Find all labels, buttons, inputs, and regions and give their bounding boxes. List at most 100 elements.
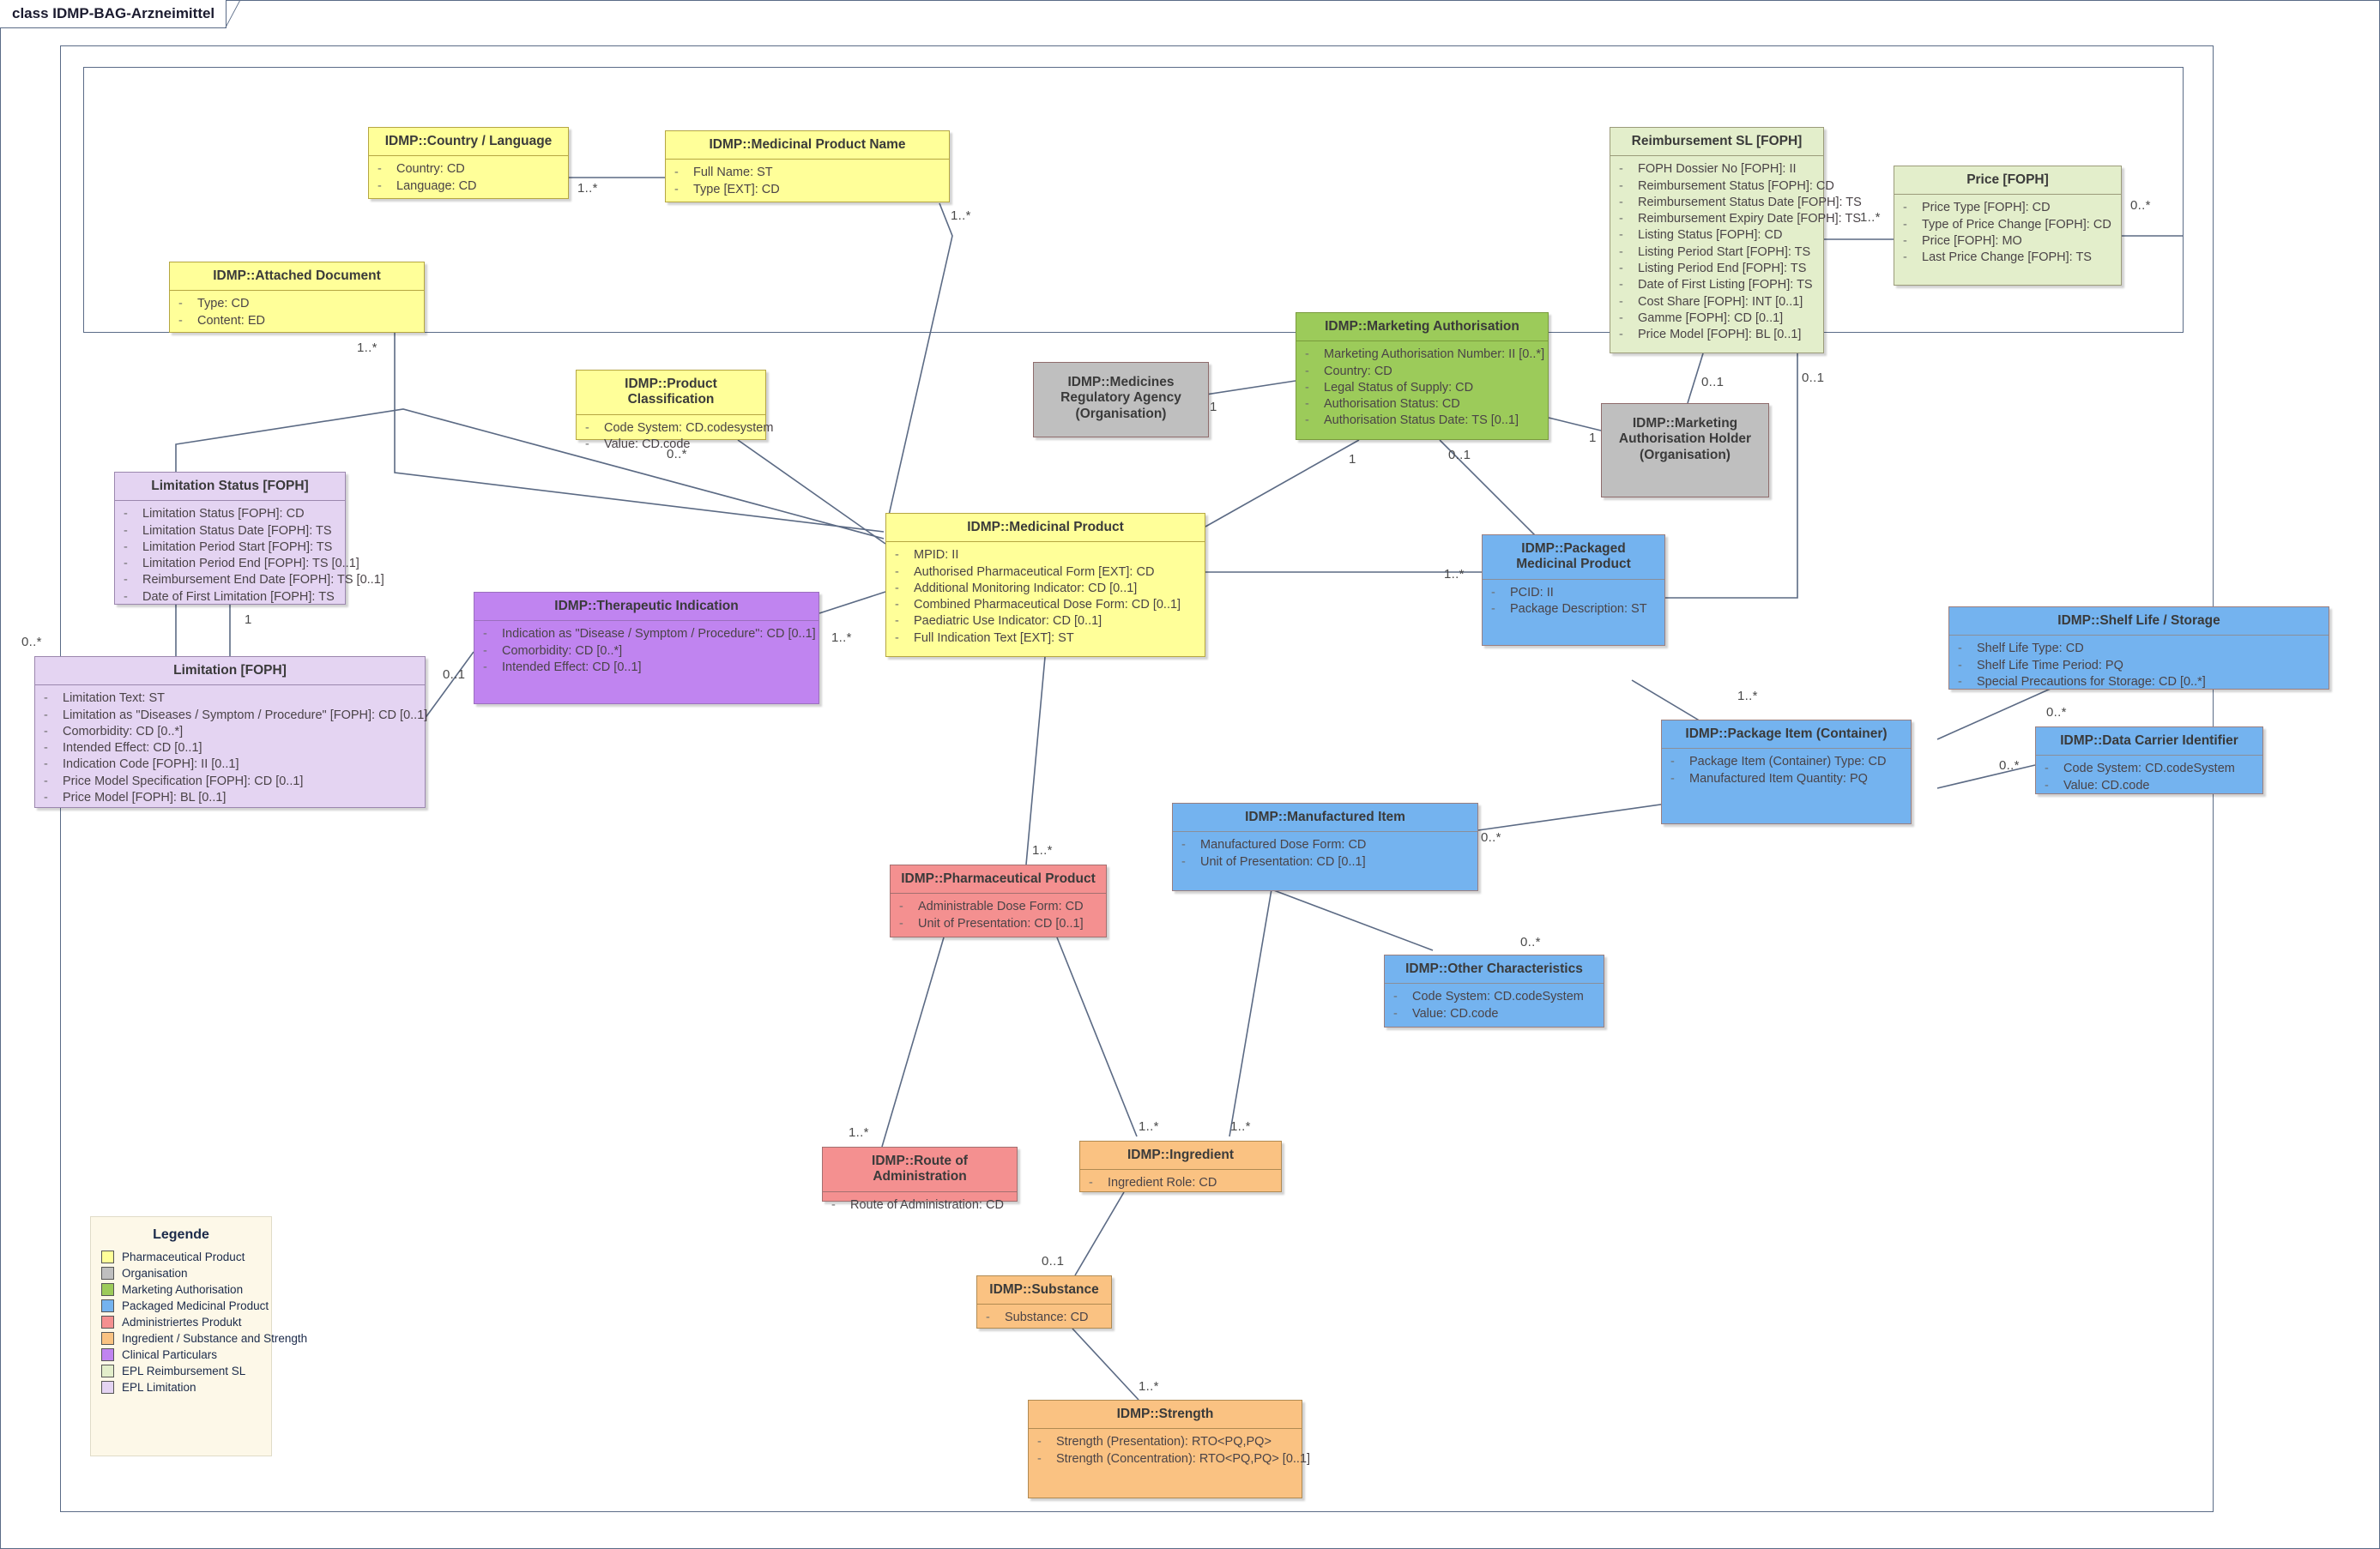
multiplicity-mi-other: 0..* (1520, 935, 1541, 949)
class-marketing-authorisation[interactable]: IDMP::Marketing Authorisation -Marketing… (1296, 312, 1549, 440)
attribute-row: -Package Description: ST (1491, 601, 1647, 616)
legend-label: Clinical Particulars (122, 1348, 218, 1361)
attribute-row: -Type [EXT]: CD (674, 182, 780, 196)
class-title: IDMP::Ingredient (1080, 1142, 1281, 1171)
class-country-language[interactable]: IDMP::Country / Language -Country: CD -L… (368, 127, 569, 199)
attribute-row: -Price Type [FOPH]: CD (1903, 201, 2051, 215)
class-limitation-status[interactable]: Limitation Status [FOPH] -Limitation Sta… (114, 472, 384, 605)
attribute-row: -Substance: CD (986, 1311, 1089, 1325)
attribute-row: -Country: CD (1305, 364, 1392, 378)
class-medicines-regulatory-agency[interactable]: IDMP::Medicines Regulatory Agency (Organ… (1033, 362, 1209, 437)
class-strength[interactable]: IDMP::Strength -Strength (Presentation):… (1028, 1400, 1310, 1498)
class-route-of-administration[interactable]: IDMP::Route of Administration -Route of … (822, 1147, 1018, 1212)
class-manufactured-item[interactable]: IDMP::Manufactured Item -Manufactured Do… (1172, 803, 1478, 891)
class-attributes: -Full Name: ST -Type [EXT]: CD (666, 160, 949, 203)
legend-item: Pharmaceutical Product (101, 1250, 261, 1264)
class-substance[interactable]: IDMP::Substance -Substance: CD (976, 1275, 1112, 1329)
class-title: Price [FOPH] (1894, 166, 2121, 196)
attribute-row: -Intended Effect: CD [0..1] (44, 741, 202, 756)
legend-swatch-ingredient-substance-strength (101, 1332, 114, 1345)
legend-item: Organisation (101, 1266, 261, 1281)
legend-swatch-marketing-authorisation (101, 1283, 114, 1296)
multiplicity-reimb-pmp: 0..1 (1802, 371, 1825, 385)
attribute-row: -Additional Monitoring Indicator: CD [0.… (895, 581, 1138, 595)
class-title: Limitation Status [FOPH] (115, 473, 345, 502)
multiplicity-ma-mp: 1 (1349, 452, 1356, 467)
class-attributes: -Manufactured Dose Form: CD -Unit of Pre… (1173, 832, 1477, 876)
attribute-row: -Date of First Listing [FOPH]: TS (1619, 278, 1813, 292)
class-ingredient[interactable]: IDMP::Ingredient -Ingredient Role: CD (1079, 1141, 1282, 1192)
legend-item: Ingredient / Substance and Strength (101, 1331, 307, 1346)
legend-swatch-epl-limitation (101, 1381, 114, 1394)
legend-label: EPL Reimbursement SL (122, 1365, 246, 1377)
class-packaged-medicinal-product[interactable]: IDMP::Packaged Medicinal Product -PCID: … (1482, 534, 1665, 646)
attribute-row: -Limitation Period End [FOPH]: TS [0..1] (124, 557, 359, 571)
multiplicity-country-mpname: 1..* (577, 181, 598, 196)
class-attributes: -Route of Administration: CD (823, 1192, 1017, 1219)
class-title: IDMP::Marketing Authorisation (1296, 313, 1548, 342)
class-price[interactable]: Price [FOPH] -Price Type [FOPH]: CD -Typ… (1894, 166, 2122, 286)
attribute-row: -Route of Administration: CD (831, 1197, 1004, 1212)
class-title: IDMP::Other Characteristics (1385, 955, 1604, 985)
class-attributes: -Administrable Dose Form: CD -Unit of Pr… (891, 894, 1106, 937)
attribute-row: -Cost Share [FOPH]: INT [0..1] (1619, 294, 1803, 309)
multiplicity-mpname-mp: 1..* (951, 208, 971, 223)
class-title: IDMP::Data Carrier Identifier (2036, 727, 2262, 756)
class-therapeutic-indication[interactable]: IDMP::Therapeutic Indication -Indication… (474, 592, 819, 704)
attribute-row: -Combined Pharmaceutical Dose Form: CD [… (895, 598, 1181, 612)
attribute-row: -Comorbidity: CD [0..*] (483, 643, 623, 658)
attribute-row: -Listing Period Start [FOPH]: TS (1619, 244, 1811, 259)
legend-label: Marketing Authorisation (122, 1283, 244, 1296)
class-package-item-container[interactable]: IDMP::Package Item (Container) -Package … (1661, 720, 1912, 824)
attribute-row: -Code System: CD.codeSystem (2045, 762, 2235, 776)
class-title: IDMP::Substance (977, 1276, 1111, 1305)
legend-item: Administriertes Produkt (101, 1315, 261, 1329)
class-other-characteristics[interactable]: IDMP::Other Characteristics -Code System… (1384, 955, 1604, 1028)
attribute-row: -Code System: CD.codeSystem (1393, 990, 1584, 1004)
class-title: IDMP::Packaged Medicinal Product (1483, 535, 1664, 580)
diagram-frame-inner (83, 67, 2184, 333)
attribute-row: -Reimbursement Expiry Date [FOPH]: TS (1619, 212, 1862, 226)
attribute-row: -Date of First Limitation [FOPH]: TS (124, 589, 335, 604)
class-title: IDMP::Country / Language (369, 128, 568, 157)
attribute-row: -Indication as "Disease / Symptom / Proc… (483, 627, 816, 642)
class-reimbursement-sl[interactable]: Reimbursement SL [FOPH] -FOPH Dossier No… (1610, 127, 1862, 353)
class-medicinal-product[interactable]: IDMP::Medicinal Product -MPID: II -Autho… (885, 513, 1205, 657)
class-shelf-life-storage[interactable]: IDMP::Shelf Life / Storage -Shelf Life T… (1948, 606, 2329, 690)
attribute-row: -PCID: II (1491, 585, 1554, 600)
class-attributes: -Substance: CD (977, 1305, 1111, 1331)
class-pharmaceutical-product[interactable]: IDMP::Pharmaceutical Product -Administra… (890, 865, 1107, 937)
attribute-row: -Limitation Period Start [FOPH]: TS (124, 539, 333, 554)
class-title: IDMP::Medicinal Product (886, 514, 1205, 543)
class-medicinal-product-name[interactable]: IDMP::Medicinal Product Name -Full Name:… (665, 130, 950, 202)
attribute-row: -MPID: II (895, 548, 959, 563)
class-title: IDMP::Medicines Regulatory Agency (Organ… (1060, 375, 1181, 421)
multiplicity-price-right: 0..* (2130, 198, 2151, 213)
diagram-title-tab: class IDMP-BAG-Arzneimittel (0, 0, 227, 28)
class-attributes: -Limitation Status [FOPH]: CD -Limitatio… (115, 501, 384, 611)
multiplicity-ma-holder: 1 (1589, 431, 1597, 445)
attribute-row: -Intended Effect: CD [0..1] (483, 660, 642, 674)
class-data-carrier-identifier[interactable]: IDMP::Data Carrier Identifier -Code Syst… (2035, 726, 2263, 794)
class-product-classification[interactable]: IDMP::Product Classification -Code Syste… (576, 370, 773, 451)
class-title: IDMP::Medicinal Product Name (666, 131, 949, 160)
attribute-row: -Manufactured Item Quantity: PQ (1670, 771, 1868, 786)
class-attributes: -Code System: CD.codeSystem -Value: CD.c… (2036, 756, 2262, 799)
class-title: IDMP::Attached Document (170, 262, 424, 292)
legend-swatch-administriertes-produkt (101, 1316, 114, 1329)
attribute-row: -Price Model Specification [FOPH]: CD [0… (44, 774, 304, 788)
attribute-row: -Authorisation Status Date: TS [0..1] (1305, 413, 1519, 428)
attribute-row: -Type: CD (178, 297, 250, 311)
class-attributes: -Indication as "Disease / Symptom / Proc… (474, 621, 819, 681)
attribute-row: -Legal Status of Supply: CD (1305, 380, 1474, 395)
attribute-row: -Country: CD (378, 162, 465, 177)
attribute-row: -Value: CD.code (2045, 778, 2150, 793)
class-attached-document[interactable]: IDMP::Attached Document -Type: CD -Conte… (169, 262, 425, 333)
multiplicity-pp-roa: 1..* (849, 1125, 869, 1140)
class-limitation[interactable]: Limitation [FOPH] -Limitation Text: ST -… (34, 656, 427, 808)
class-marketing-authorisation-holder[interactable]: IDMP::Marketing Authorisation Holder (Or… (1601, 403, 1769, 497)
class-attributes: -Strength (Presentation): RTO<PQ,PQ> -St… (1029, 1429, 1310, 1473)
multiplicity-mi-ing: 1..* (1230, 1119, 1251, 1134)
attribute-row: -FOPH Dossier No [FOPH]: II (1619, 162, 1797, 177)
class-title: IDMP::Route of Administration (823, 1148, 1017, 1192)
